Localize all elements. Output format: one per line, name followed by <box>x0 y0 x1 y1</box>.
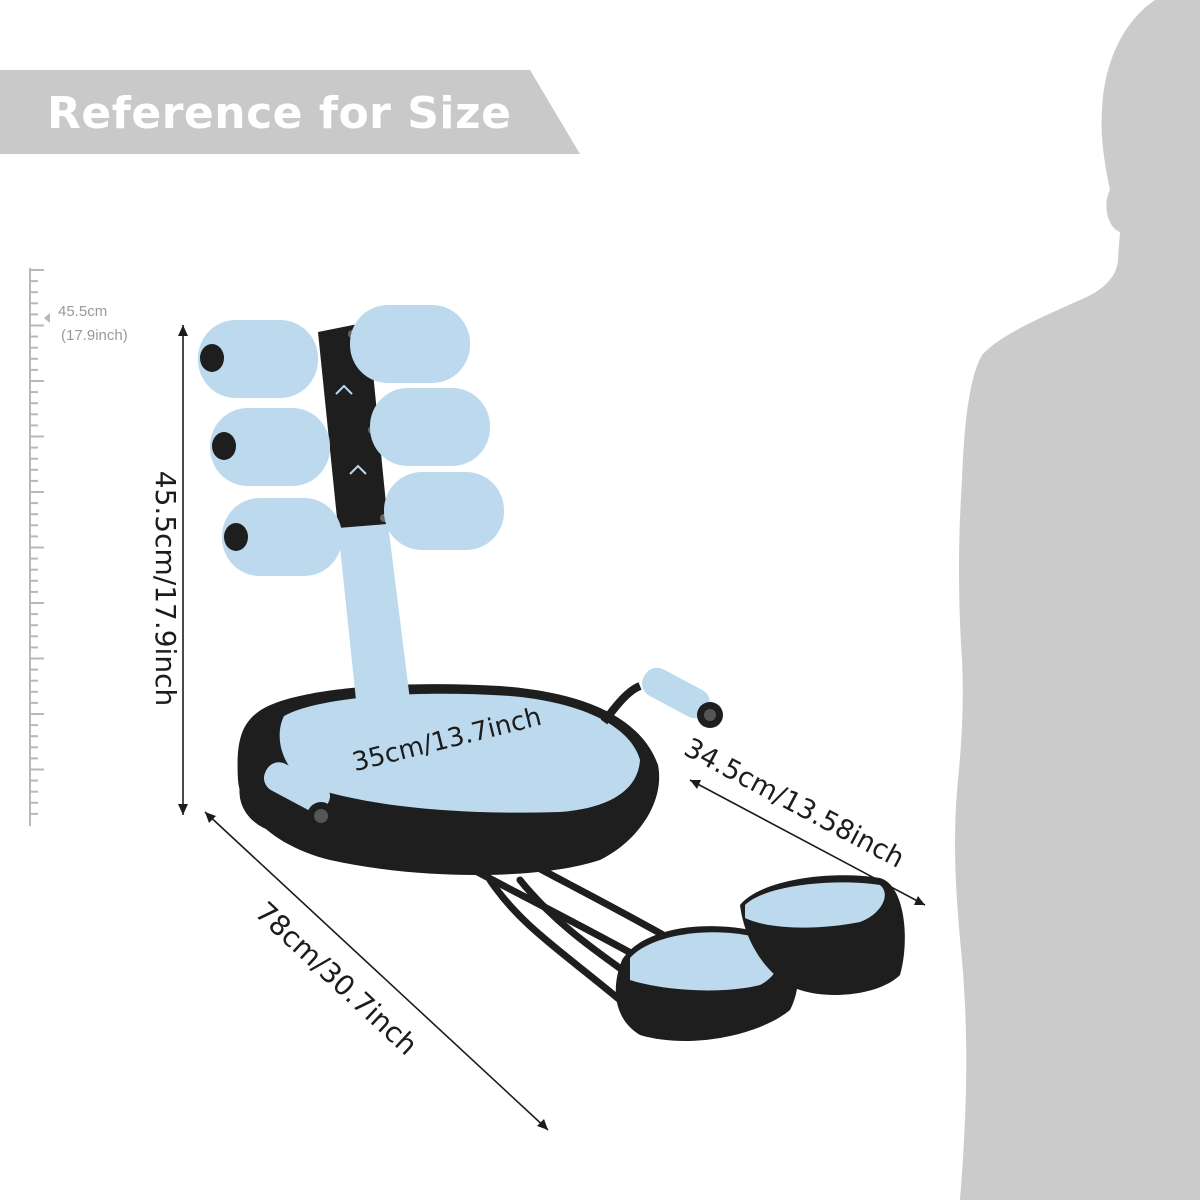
ruler-marker-inch: (17.9inch) <box>61 327 128 344</box>
height-dimension-label: 45.5cm/17.9inch <box>149 470 183 707</box>
ruler-marker-cm: 45.5cm <box>58 303 108 320</box>
banner-title: Reference for Size <box>47 88 512 139</box>
title-banner <box>0 70 580 154</box>
arrow-left-icon <box>44 313 50 323</box>
